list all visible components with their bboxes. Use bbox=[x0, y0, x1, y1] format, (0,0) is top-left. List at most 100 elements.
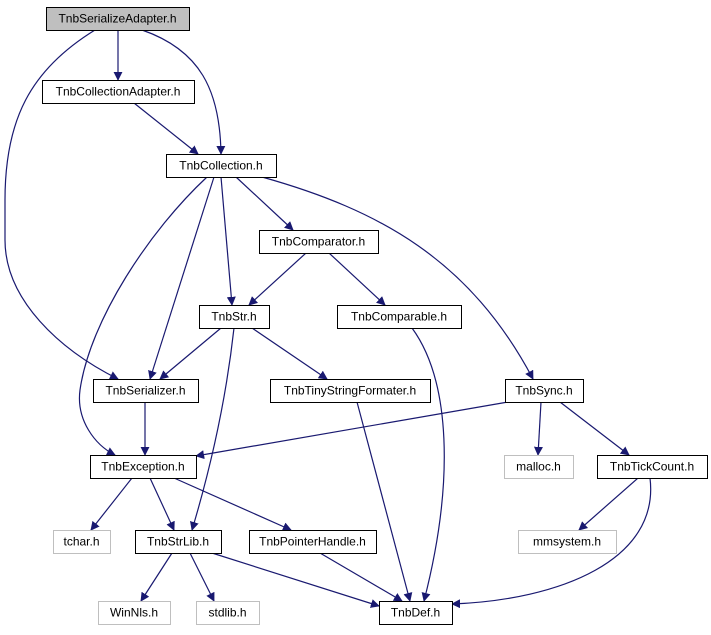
node-str[interactable]: TnbStr.h bbox=[199, 305, 270, 329]
node-box bbox=[166, 154, 277, 178]
node-box bbox=[42, 80, 195, 104]
edge-comparator-to-str bbox=[248, 252, 307, 306]
edge-exception-to-str-lib bbox=[149, 477, 175, 531]
node-box bbox=[270, 379, 431, 403]
node-exception[interactable]: TnbException.h bbox=[90, 455, 197, 479]
edge-arrow-path bbox=[78, 176, 208, 456]
edge-arrow-path bbox=[211, 552, 380, 608]
node-comparable[interactable]: TnbComparable.h bbox=[337, 305, 462, 329]
edge-collection-adapter-to-collection bbox=[133, 102, 199, 155]
edge-arrow-path bbox=[411, 327, 445, 602]
node-box bbox=[597, 455, 708, 479]
edge-arrow-path bbox=[133, 102, 199, 155]
node-box bbox=[46, 7, 190, 31]
edge-sync-to-malloc bbox=[533, 401, 543, 456]
edge-sync-to-tick-count bbox=[559, 401, 630, 456]
edge-arrow-path bbox=[251, 327, 328, 380]
node-label: TnbCollectionAdapter.h bbox=[56, 85, 181, 99]
edge-tick-count-to-def bbox=[451, 477, 652, 609]
edge-arrow-path bbox=[578, 477, 639, 531]
edge-str-to-tiny-string-formater bbox=[251, 327, 328, 380]
node-box bbox=[53, 530, 111, 554]
node-tiny-string-formater[interactable]: TnbTinyStringFormater.h bbox=[270, 379, 431, 403]
node-box bbox=[199, 305, 270, 329]
edge-arrow-path bbox=[195, 401, 509, 460]
edge-arrow-path bbox=[319, 552, 403, 602]
node-box bbox=[90, 455, 197, 479]
node-box bbox=[518, 530, 617, 554]
node-label: TnbStr.h bbox=[211, 310, 256, 324]
edge-comparator-to-comparable bbox=[328, 252, 386, 306]
node-collection[interactable]: TnbCollection.h bbox=[166, 154, 277, 178]
node-tchar: tchar.h bbox=[53, 530, 111, 554]
node-label: TnbDef.h bbox=[391, 606, 440, 620]
edge-str-lib-to-winnls bbox=[140, 552, 173, 602]
node-label: tchar.h bbox=[63, 535, 99, 549]
node-label: TnbStrLib.h bbox=[147, 535, 209, 549]
edge-sync-to-exception bbox=[195, 401, 509, 460]
node-label: WinNls.h bbox=[110, 606, 158, 620]
node-box bbox=[249, 530, 377, 554]
edge-arrow-path bbox=[141, 29, 226, 155]
node-str-lib[interactable]: TnbStrLib.h bbox=[135, 530, 222, 554]
edge-tick-count-to-mmsystem bbox=[578, 477, 639, 531]
node-winnls: WinNls.h bbox=[98, 601, 171, 625]
edge-arrow-path bbox=[533, 401, 543, 456]
edge-arrow-path bbox=[140, 552, 173, 602]
node-pointer-handle[interactable]: TnbPointerHandle.h bbox=[249, 530, 377, 554]
node-stdlib: stdlib.h bbox=[196, 601, 260, 625]
node-mmsystem: mmsystem.h bbox=[518, 530, 617, 554]
edge-collection-to-comparator bbox=[235, 176, 294, 231]
edge-arrow-path bbox=[248, 252, 307, 306]
edge-arrow-path bbox=[189, 552, 215, 602]
node-label: TnbComparator.h bbox=[272, 235, 365, 249]
node-box bbox=[379, 601, 453, 625]
node-def[interactable]: TnbDef.h bbox=[379, 601, 453, 625]
node-sync[interactable]: TnbSync.h bbox=[505, 379, 584, 403]
node-box bbox=[259, 230, 379, 254]
edge-pointer-handle-to-def bbox=[319, 552, 403, 602]
edge-collection-to-exception bbox=[78, 176, 208, 456]
edge-arrow-path bbox=[451, 477, 652, 609]
edge-comparable-to-def bbox=[411, 327, 445, 602]
edge-arrow-path bbox=[328, 252, 386, 306]
node-label: TnbTickCount.h bbox=[610, 460, 694, 474]
node-label: malloc.h bbox=[516, 460, 561, 474]
edge-str-to-str-lib bbox=[190, 327, 235, 531]
edge-arrow-path bbox=[356, 401, 413, 602]
edge-collection-to-serializer bbox=[148, 176, 215, 380]
node-serialize-adapter[interactable]: TnbSerializeAdapter.h bbox=[46, 7, 190, 31]
node-box bbox=[93, 379, 199, 403]
node-label: TnbSerializeAdapter.h bbox=[58, 12, 176, 26]
edge-arrow-path bbox=[173, 477, 292, 531]
edge-arrow-path bbox=[148, 176, 215, 380]
node-tick-count[interactable]: TnbTickCount.h bbox=[597, 455, 708, 479]
edge-arrow-path bbox=[90, 477, 133, 531]
edge-arrow-path bbox=[190, 327, 235, 531]
edge-arrow-path bbox=[559, 401, 630, 456]
node-label: TnbPointerHandle.h bbox=[259, 535, 366, 549]
edge-tiny-string-formater-to-def bbox=[356, 401, 413, 602]
edge-serialize-adapter-to-collection bbox=[141, 29, 226, 155]
edge-str-lib-to-def bbox=[211, 552, 380, 608]
edge-arrow-path bbox=[261, 176, 534, 380]
edge-exception-to-pointer-handle bbox=[173, 477, 292, 531]
node-serializer[interactable]: TnbSerializer.h bbox=[93, 379, 199, 403]
edge-arrow-path bbox=[159, 327, 222, 380]
node-label: TnbCollection.h bbox=[179, 159, 262, 173]
node-label: TnbException.h bbox=[101, 460, 184, 474]
edge-arrow-path bbox=[235, 176, 294, 231]
dependency-edges bbox=[4, 29, 652, 609]
node-box bbox=[337, 305, 462, 329]
node-label: mmsystem.h bbox=[533, 535, 601, 549]
node-box bbox=[196, 601, 260, 625]
node-collection-adapter[interactable]: TnbCollectionAdapter.h bbox=[42, 80, 195, 104]
node-comparator[interactable]: TnbComparator.h bbox=[259, 230, 379, 254]
edge-arrow-path bbox=[149, 477, 175, 531]
node-label: stdlib.h bbox=[208, 606, 246, 620]
header-nodes: TnbSerializeAdapter.hTnbCollectionAdapte… bbox=[42, 7, 708, 625]
node-box bbox=[504, 455, 574, 479]
node-box bbox=[135, 530, 222, 554]
edge-collection-to-sync bbox=[261, 176, 534, 380]
